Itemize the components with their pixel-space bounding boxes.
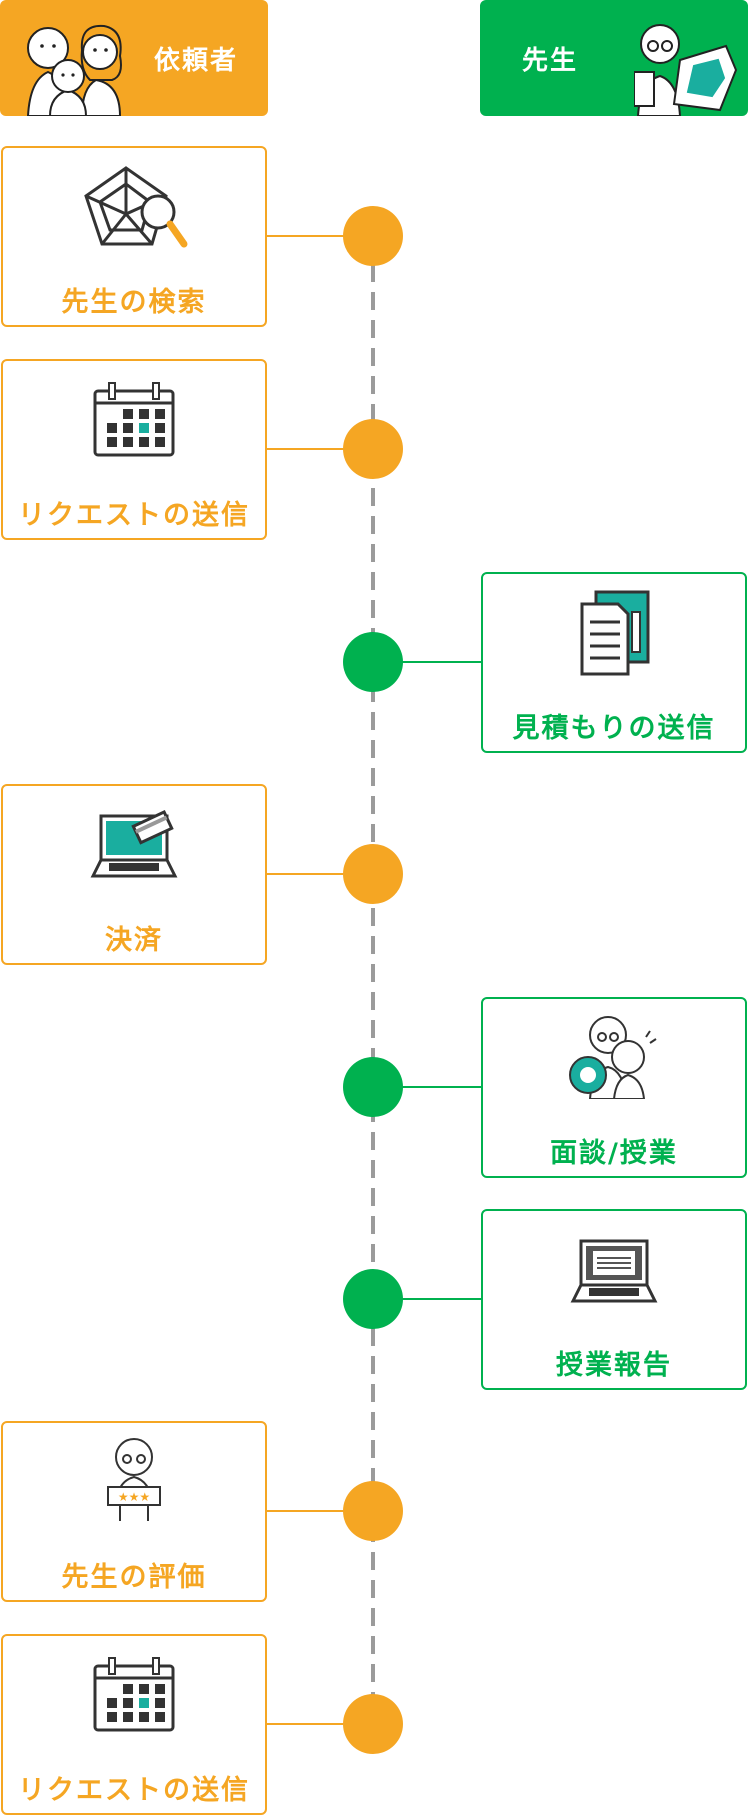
step-dot [343, 419, 403, 479]
step-label: 授業報告 [556, 1349, 672, 1381]
teacher-radar-icon [634, 24, 738, 116]
teacher-header: 先生 [480, 0, 748, 116]
step-dot [343, 1694, 403, 1754]
step-card: リクエストの送信 [1, 1633, 267, 1815]
step-label: 面談/授業 [550, 1137, 678, 1169]
step-label: リクエストの送信 [18, 1774, 250, 1806]
step-card: 決済 [1, 783, 267, 965]
step-label: 決済 [105, 924, 163, 956]
step-dot [343, 1269, 403, 1329]
step-card: 面談/授業 [481, 996, 747, 1178]
step-dot [343, 1481, 403, 1541]
step-dot [343, 1057, 403, 1117]
step-dot [343, 632, 403, 692]
meeting-icon [569, 1015, 657, 1099]
calendar-icon [93, 1656, 175, 1731]
radar-search-icon [84, 165, 188, 247]
step-label: 見積もりの送信 [512, 712, 716, 744]
rating-icon: ★★★ [107, 1437, 161, 1521]
step-label: 先生の評価 [61, 1561, 207, 1593]
teacher-header-title: 先生 [522, 46, 579, 76]
step-card: 先生の検索 [1, 145, 267, 327]
step-card: ★★★ 先生の評価 [1, 1420, 267, 1602]
step-label: リクエストの送信 [18, 499, 250, 531]
step-label: 先生の検索 [61, 286, 207, 318]
client-header: 依頼者 [0, 0, 268, 116]
step-card: 見積もりの送信 [481, 571, 747, 753]
svg-text:★★★: ★★★ [118, 1490, 150, 1504]
step-dot [343, 206, 403, 266]
step-card: 授業報告 [481, 1208, 747, 1390]
calendar-icon [93, 381, 175, 456]
step-card: リクエストの送信 [1, 358, 267, 540]
laptop-report-icon [570, 1239, 658, 1302]
step-dot [343, 844, 403, 904]
laptop-card-icon [90, 809, 178, 877]
family-icon [26, 24, 122, 116]
client-header-title: 依頼者 [154, 46, 239, 76]
document-icon [580, 590, 650, 675]
